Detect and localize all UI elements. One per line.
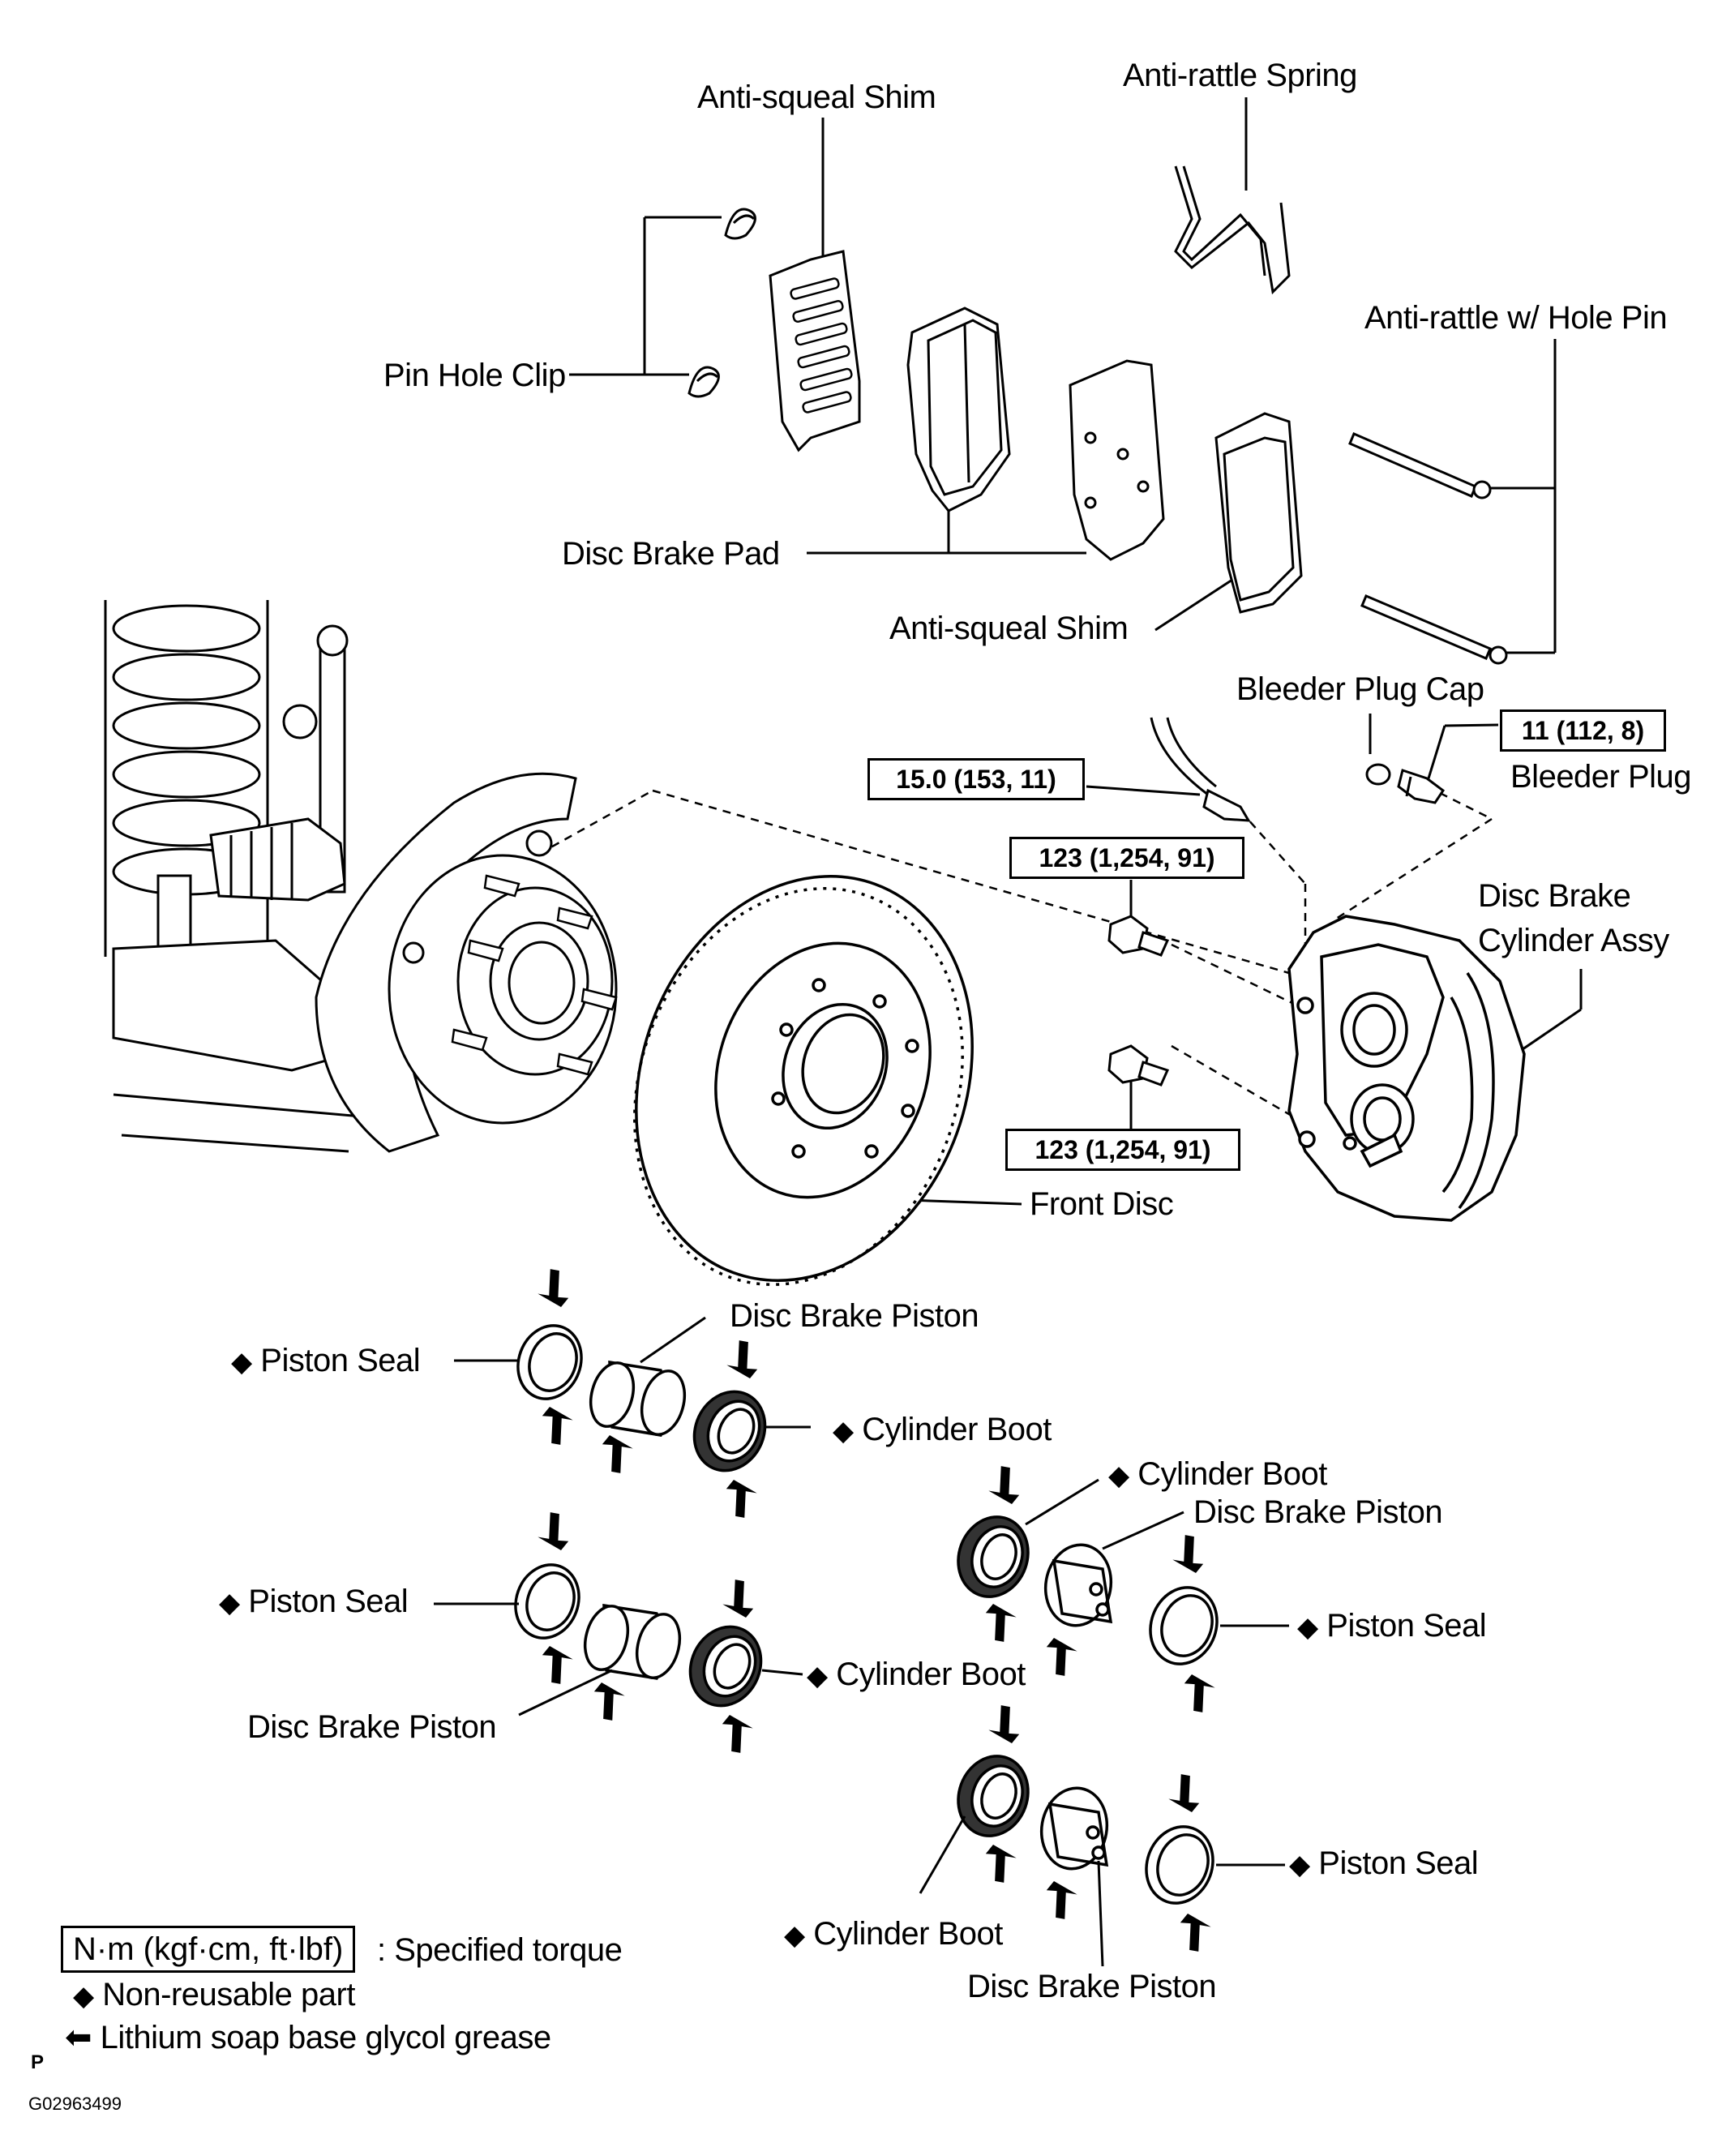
- caliper-part: [1287, 915, 1526, 1222]
- label-cylinder-boot-3: ◆ Cylinder Boot: [807, 1657, 1026, 1692]
- label-bleeder-plug-cap: Bleeder Plug Cap: [1236, 671, 1484, 707]
- p-mark: P: [31, 2051, 45, 2073]
- label-disc-brake-piston-3: Disc Brake Piston: [247, 1709, 497, 1745]
- pin-hole-clip-part: [688, 208, 756, 398]
- label-piston-seal-3: ◆ Piston Seal: [1297, 1608, 1487, 1644]
- torque-upper-bolt: 123 (1,254, 91): [1009, 837, 1244, 879]
- legend-non-reusable: ◆ Non-reusable part: [73, 1977, 355, 2012]
- label-disc-brake-pad: Disc Brake Pad: [562, 536, 780, 572]
- non-reusable-symbol: ◆: [784, 1920, 805, 1951]
- label-cylinder-assy-line2: Cylinder Assy: [1478, 923, 1669, 958]
- label-disc-brake-piston-2: Disc Brake Piston: [1193, 1494, 1443, 1530]
- grease-arrow-icon: ⬅: [65, 2020, 92, 2055]
- label-piston-seal-1: ◆ Piston Seal: [231, 1343, 421, 1378]
- label-anti-rattle-hole-pin: Anti-rattle w/ Hole Pin: [1364, 300, 1668, 336]
- label-piston-seal-4: ◆ Piston Seal: [1289, 1845, 1479, 1881]
- label-cylinder-boot-2: ◆ Cylinder Boot: [1108, 1456, 1327, 1492]
- torque-hose: 15.0 (153, 11): [867, 758, 1085, 800]
- non-reusable-symbol: ◆: [1297, 1612, 1318, 1643]
- label-cylinder-boot-1: ◆ Cylinder Boot: [833, 1412, 1052, 1447]
- non-reusable-symbol: ◆: [219, 1588, 240, 1618]
- non-reusable-symbol: ◆: [833, 1416, 854, 1447]
- non-reusable-symbol: ◆: [1108, 1460, 1129, 1491]
- non-reusable-symbol: ◆: [1289, 1850, 1310, 1880]
- non-reusable-symbol: ◆: [807, 1661, 828, 1691]
- label-cylinder-assy-line1: Disc Brake: [1478, 878, 1631, 914]
- legend-torque-desc: : Specified torque: [377, 1932, 623, 1968]
- label-pin-hole-clip: Pin Hole Clip: [383, 358, 566, 393]
- label-disc-brake-piston-1: Disc Brake Piston: [730, 1298, 979, 1334]
- legend-torque-unit-box: N·m (kgf·cm, ft·lbf): [61, 1926, 356, 1973]
- torque-bleeder: 11 (112, 8): [1500, 709, 1666, 752]
- front-disc-part: [633, 875, 974, 1286]
- non-reusable-symbol: ◆: [231, 1347, 252, 1378]
- label-piston-seal-2: ◆ Piston Seal: [219, 1584, 409, 1619]
- figure-id: G02963499: [28, 2094, 122, 2114]
- non-reusable-symbol: ◆: [73, 1981, 94, 2012]
- steering-knuckle-part: [104, 600, 618, 1153]
- legend-grease: ⬅ Lithium soap base glycol grease: [65, 2020, 551, 2055]
- piston-parts: [514, 1324, 1219, 1905]
- label-bleeder-plug: Bleeder Plug: [1510, 759, 1692, 795]
- label-anti-squeal-shim-top: Anti-squeal Shim: [697, 79, 936, 115]
- label-front-disc: Front Disc: [1030, 1186, 1174, 1222]
- label-anti-rattle-spring: Anti-rattle Spring: [1123, 58, 1357, 93]
- label-cylinder-boot-4: ◆ Cylinder Boot: [784, 1916, 1003, 1952]
- torque-lower-bolt: 123 (1,254, 91): [1005, 1129, 1240, 1171]
- label-disc-brake-piston-4: Disc Brake Piston: [967, 1969, 1217, 2004]
- label-anti-squeal-shim-bottom: Anti-squeal Shim: [889, 611, 1129, 646]
